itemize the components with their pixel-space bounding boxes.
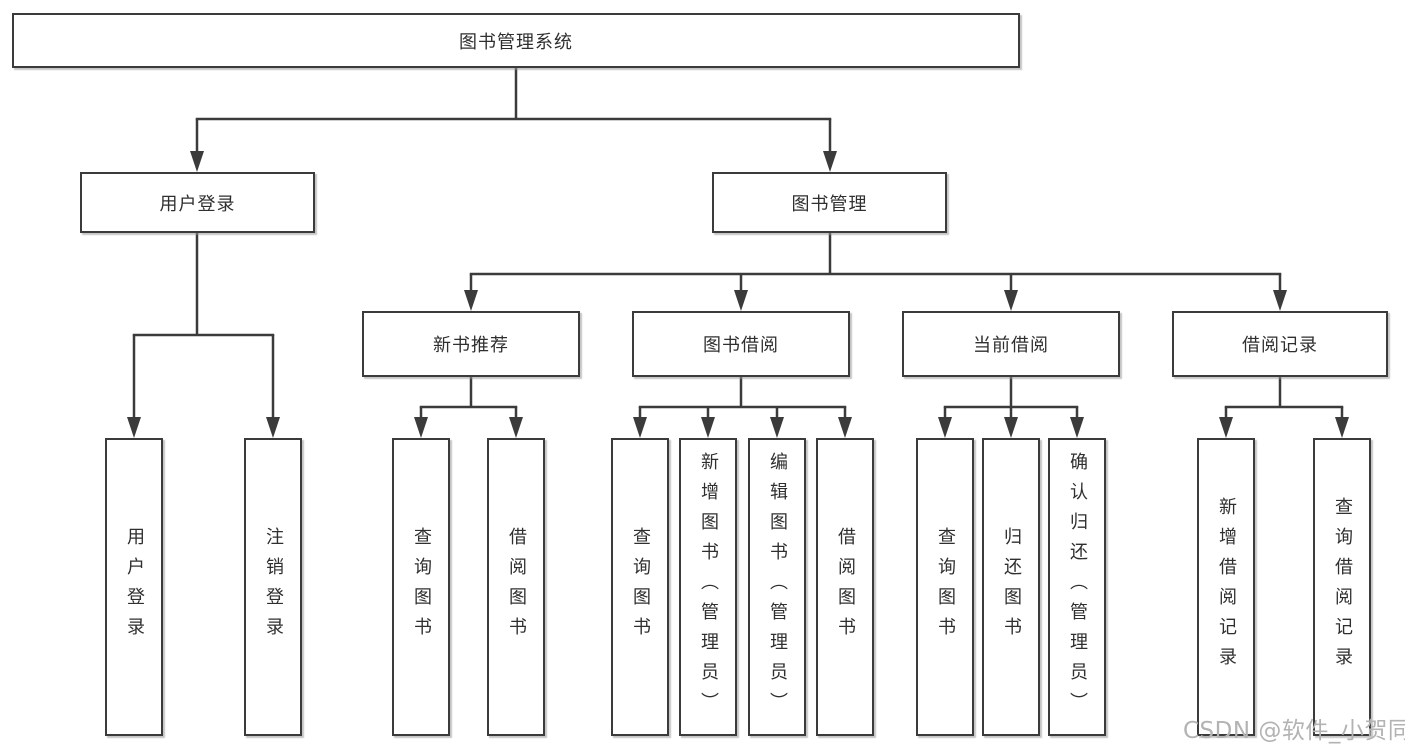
leaf-return-books: 归还图书 bbox=[982, 438, 1040, 736]
leaf-query-books-current-label: 查询图书 bbox=[935, 527, 956, 647]
leaf-add-book-admin-label: 新增图书（管理员） bbox=[698, 452, 719, 722]
leaf-query-books-borrow-label: 查询图书 bbox=[630, 527, 651, 647]
leaf-user-login-label: 用户登录 bbox=[124, 527, 145, 647]
leaf-add-borrow-record-label: 新增借阅记录 bbox=[1216, 497, 1237, 677]
leaf-return-books-label: 归还图书 bbox=[1001, 527, 1022, 647]
leaf-query-books-recommend: 查询图书 bbox=[392, 438, 450, 736]
arrowheads bbox=[127, 151, 1349, 438]
leaf-confirm-return-admin: 确认归还（管理员） bbox=[1048, 438, 1106, 736]
leaf-query-books-current: 查询图书 bbox=[916, 438, 974, 736]
node-book-borrow: 图书借阅 bbox=[632, 311, 850, 377]
leaf-borrow-books: 借阅图书 bbox=[816, 438, 874, 736]
node-new-book-recommend-label: 新书推荐 bbox=[433, 335, 509, 356]
leaf-borrow-books-recommend-label: 借阅图书 bbox=[506, 527, 527, 647]
leaf-query-books-recommend-label: 查询图书 bbox=[411, 527, 432, 647]
csdn-watermark: CSDN @软件_小贺同学 bbox=[1183, 718, 1405, 744]
leaf-add-book-admin: 新增图书（管理员） bbox=[679, 438, 737, 736]
node-borrow-records-label: 借阅记录 bbox=[1242, 335, 1318, 356]
node-book-borrow-label: 图书借阅 bbox=[703, 335, 779, 356]
leaf-edit-book-admin-label: 编辑图书（管理员） bbox=[767, 452, 788, 722]
leaf-query-borrow-record-label: 查询借阅记录 bbox=[1332, 497, 1353, 677]
node-current-borrow: 当前借阅 bbox=[902, 311, 1120, 377]
leaf-logout: 注销登录 bbox=[244, 438, 302, 736]
leaf-query-borrow-record: 查询借阅记录 bbox=[1313, 438, 1371, 736]
node-user-login-label: 用户登录 bbox=[159, 193, 236, 215]
leaf-borrow-books-recommend: 借阅图书 bbox=[487, 438, 545, 736]
node-user-login: 用户登录 bbox=[80, 172, 315, 233]
node-root-label: 图书管理系统 bbox=[459, 31, 573, 53]
leaf-confirm-return-admin-label: 确认归还（管理员） bbox=[1067, 452, 1088, 722]
leaf-logout-label: 注销登录 bbox=[263, 527, 284, 647]
leaf-add-borrow-record: 新增借阅记录 bbox=[1197, 438, 1255, 736]
node-borrow-records: 借阅记录 bbox=[1172, 311, 1388, 377]
leaf-edit-book-admin: 编辑图书（管理员） bbox=[748, 438, 806, 736]
node-book-management: 图书管理 bbox=[712, 172, 947, 233]
node-book-management-label: 图书管理 bbox=[791, 193, 868, 215]
node-root: 图书管理系统 bbox=[12, 13, 1020, 68]
leaf-borrow-books-label: 借阅图书 bbox=[835, 527, 856, 647]
leaf-user-login: 用户登录 bbox=[105, 438, 163, 736]
node-current-borrow-label: 当前借阅 bbox=[973, 335, 1049, 356]
node-new-book-recommend: 新书推荐 bbox=[362, 311, 580, 377]
leaf-query-books-borrow: 查询图书 bbox=[611, 438, 669, 736]
